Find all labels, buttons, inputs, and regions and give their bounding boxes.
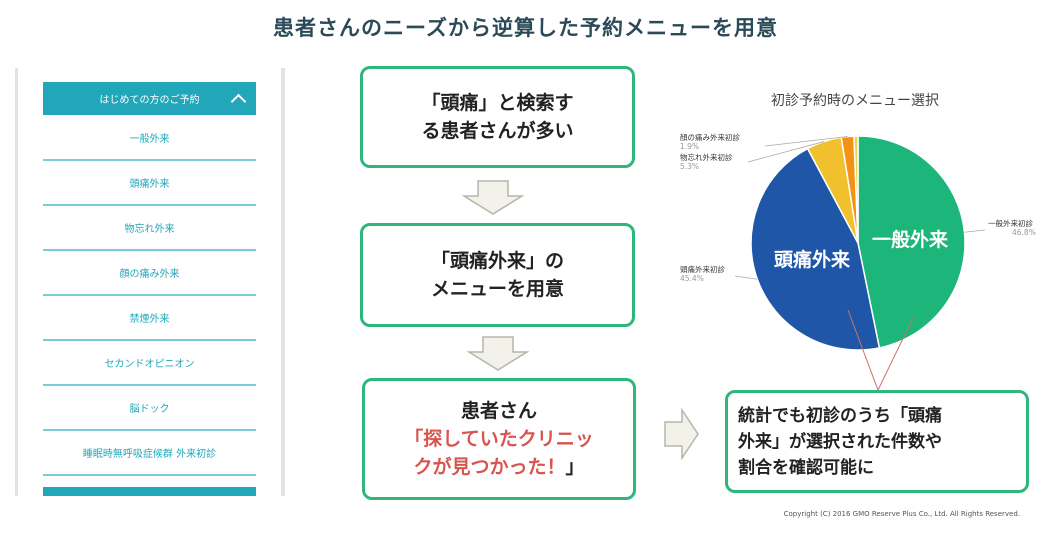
menu-item-brain-dock[interactable]: 脳ドック <box>43 386 256 431</box>
menu-item-second-opinion[interactable]: セカンドオピニオン <box>43 341 256 386</box>
flow-box-stats-line3: 割合を確認可能に <box>738 457 874 478</box>
menu-header-label: はじめての方のご予約 <box>99 95 200 106</box>
menu-item-headache[interactable]: 頭痛外来 <box>43 161 256 206</box>
pie-leader-line-0 <box>964 229 986 233</box>
flow-box-menu-line1: 「頭痛外来」の <box>430 250 564 272</box>
flow-box-patient-close-bracket: 」 <box>565 456 585 478</box>
menu-item-forgetfulness[interactable]: 物忘れ外来 <box>43 206 256 251</box>
pie-inner-label-0: 一般外来 <box>872 228 948 251</box>
copyright: Copyright (C) 2016 GMO Reserve Plus Co.,… <box>783 510 1020 518</box>
pie-slice-value-1: 45.4% <box>680 274 704 283</box>
menu-item-sleep-apnea[interactable]: 睡眠時無呼吸症候群 外来初診 <box>43 431 256 476</box>
flow-box-patient-quote2: クが見つかった！ <box>413 456 566 478</box>
pie-slice-0 <box>857 135 966 349</box>
pie-slice-label-1: 頭痛外来初診 <box>680 264 725 274</box>
pointer-line-0 <box>847 309 879 391</box>
pie-leader-line-1 <box>734 275 758 280</box>
flow-box-stats-line2: 外来」が選択された件数や <box>738 431 942 452</box>
flow-box-patient-line1: 患者さん <box>460 400 537 422</box>
menu-item-general[interactable]: 一般外来 <box>43 116 256 161</box>
pie-slice-label-3: 顔の痛み外来初診 <box>680 132 740 142</box>
arrow-right-icon <box>664 408 699 460</box>
pie-slice-1 <box>750 147 881 351</box>
pie-slice-value-2: 5.3% <box>680 162 699 171</box>
menu-item-facial-pain[interactable]: 顔の痛み外来 <box>43 251 256 296</box>
flow-box-search-line1: 「頭痛」と検索す <box>421 92 574 114</box>
arrow-down-icon <box>467 336 529 371</box>
flow-box-stats: 統計でも初診のうち「頭痛 外来」が選択された件数や 割合を確認可能に <box>725 390 1029 493</box>
pie-slice-value-0: 46.8% <box>1012 228 1036 237</box>
pie-slice-value-3: 1.9% <box>680 142 699 151</box>
pie-leader-line-2 <box>747 141 825 163</box>
panel-border-right <box>281 68 285 496</box>
pie-slice-label-2: 物忘れ外来初診 <box>680 152 733 162</box>
flow-box-menu-line2: メニューを用意 <box>430 278 564 300</box>
pie-slice-4 <box>853 135 859 244</box>
menu-item-smoking[interactable]: 禁煙外来 <box>43 296 256 341</box>
pie-inner-label-1: 頭痛外来 <box>774 248 850 271</box>
menu-panel <box>15 68 285 496</box>
flow-box-patient-quote1: 「探していたクリニッ <box>404 428 594 450</box>
flow-box-patient: 患者さん 「探していたクリニッ クが見つかった！」 <box>362 378 636 500</box>
menu-header-button[interactable]: はじめての方のご予約 <box>43 82 256 115</box>
flow-box-stats-line1: 統計でも初診のうち「頭痛 <box>738 405 942 426</box>
menu-footer-bar <box>43 487 256 496</box>
pointer-line-1 <box>877 317 914 391</box>
flow-box-search-line2: る患者さんが多い <box>421 120 574 142</box>
flow-box-search: 「頭痛」と検索す る患者さんが多い <box>360 66 635 168</box>
pie-slice-label-0: 一般外来初診 <box>988 218 1033 228</box>
chart-title: 初診予約時のメニュー選択 <box>771 93 939 109</box>
flow-box-menu: 「頭痛外来」の メニューを用意 <box>360 223 635 327</box>
page-title: 患者さんのニーズから逆算した予約メニューを用意 <box>273 16 778 40</box>
arrow-down-icon <box>462 180 524 215</box>
pie-leader-line-3 <box>764 136 848 147</box>
panel-border-left <box>15 68 18 496</box>
